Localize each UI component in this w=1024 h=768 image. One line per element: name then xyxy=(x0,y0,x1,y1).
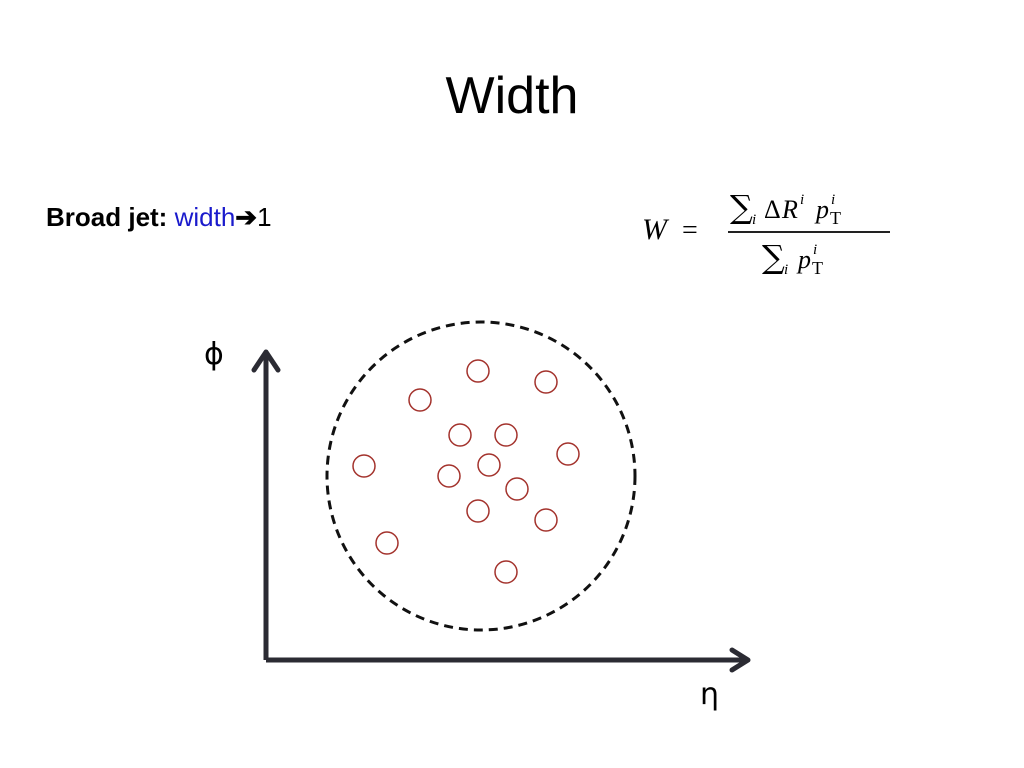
svg-text:i: i xyxy=(752,212,756,228)
x-axis-arrow-icon xyxy=(729,647,751,673)
particle-8 xyxy=(477,453,501,477)
particle-10 xyxy=(505,477,529,501)
phi-axis-label: ϕ xyxy=(204,337,224,372)
axes xyxy=(251,349,751,673)
svg-text:i: i xyxy=(784,262,788,278)
particle-2 xyxy=(534,370,558,394)
svg-text:p: p xyxy=(814,195,829,224)
particle-13 xyxy=(375,531,399,555)
eta-axis-label: η xyxy=(700,677,720,712)
particle-1 xyxy=(466,359,490,383)
svg-text:i: i xyxy=(831,192,835,208)
svg-text:i: i xyxy=(813,242,817,258)
width-formula: W = ∑ i Δ R i p i T ∑ i p i T xyxy=(642,188,890,278)
particle-12 xyxy=(534,508,558,532)
particle-4 xyxy=(448,423,472,447)
jet-cone-circle xyxy=(325,320,637,632)
statement-label: Broad jet: xyxy=(46,202,168,232)
arrow-icon: ➔ xyxy=(235,202,258,232)
formula-numerator: ∑ i Δ R i p i T xyxy=(730,188,841,228)
svg-text:Δ: Δ xyxy=(764,195,781,224)
y-axis-arrow-icon xyxy=(251,349,281,373)
particles xyxy=(352,359,580,584)
particle-11 xyxy=(466,499,490,523)
svg-text:∑: ∑ xyxy=(730,188,753,226)
particle-14 xyxy=(494,560,518,584)
broad-jet-statement: Broad jet: width➔1 xyxy=(46,200,272,234)
svg-text:i: i xyxy=(800,192,804,208)
svg-text:R: R xyxy=(781,195,798,224)
slide-title: Width xyxy=(445,67,579,125)
formula-w: W xyxy=(642,213,670,246)
svg-text:T: T xyxy=(830,208,841,228)
statement-keyword: width xyxy=(174,202,236,232)
svg-text:p: p xyxy=(796,245,811,274)
formula-equals: = xyxy=(682,215,698,246)
particle-5 xyxy=(494,423,518,447)
formula-denominator: ∑ i p i T xyxy=(762,238,823,278)
particle-7 xyxy=(352,454,376,478)
statement-value: 1 xyxy=(257,202,272,232)
particle-6 xyxy=(556,442,580,466)
particle-3 xyxy=(408,388,432,412)
particle-9 xyxy=(437,464,461,488)
svg-text:T: T xyxy=(812,258,823,278)
svg-text:∑: ∑ xyxy=(762,238,785,276)
